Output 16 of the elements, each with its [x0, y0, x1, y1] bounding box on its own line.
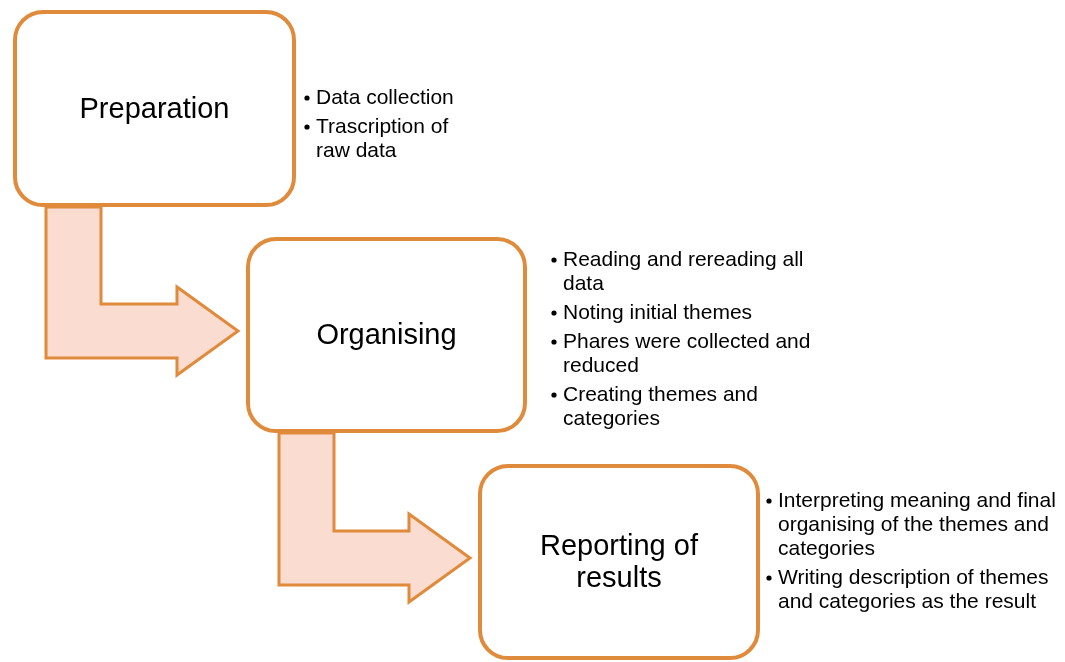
- step-title: Reporting of results: [539, 530, 699, 594]
- block-arrow: [44, 205, 241, 378]
- bullet-item: Data collection: [316, 85, 454, 109]
- bullet-item: Trascription of raw data: [316, 114, 450, 162]
- bullet-item: Interpreting meaning and final organising of the themes and categories: [778, 488, 1057, 560]
- step-title: Preparation: [78, 92, 231, 125]
- bullet-item: Phares were collected and reduced: [563, 329, 812, 377]
- process-box: [13, 10, 296, 207]
- bullet-item: Writing description of themes and categories as the result: [778, 565, 1050, 613]
- block-arrow: [277, 431, 473, 605]
- process-box: [478, 464, 760, 660]
- bullet-item: Reading and rereading all data: [563, 247, 805, 295]
- bullet-item: Creating themes and categories: [563, 382, 759, 430]
- bullet-item: Noting initial themes: [563, 300, 753, 324]
- process-box: [246, 237, 527, 433]
- step-title: Organising: [315, 319, 458, 351]
